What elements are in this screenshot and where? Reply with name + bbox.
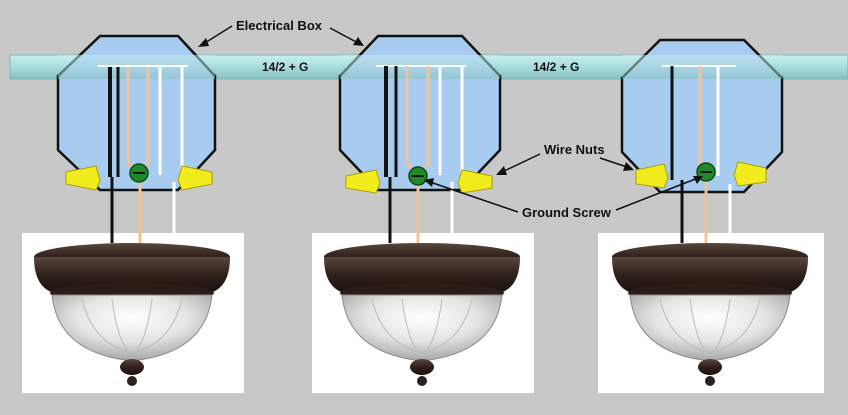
wire-nut-icon [733,161,767,187]
wire-nuts-label: Wire Nuts [544,142,605,157]
wire-nut-icon [635,163,669,189]
fixture-1 [22,233,244,393]
wire-nut-icon [457,169,493,194]
wire-nut-icon [177,165,213,191]
box-2 [338,34,502,240]
wire-nut-icon [65,165,101,191]
fixture-2 [312,233,534,393]
electrical-box-label: Electrical Box [236,18,323,33]
fixture-3 [598,233,824,393]
box-3 [620,38,784,240]
cable-label-2: 14/2 + G [533,60,579,74]
box-1 [56,34,217,240]
wire-nut-icon [345,169,381,194]
ground-screw-label: Ground Screw [522,205,612,220]
cable-label-1: 14/2 + G [262,60,308,74]
